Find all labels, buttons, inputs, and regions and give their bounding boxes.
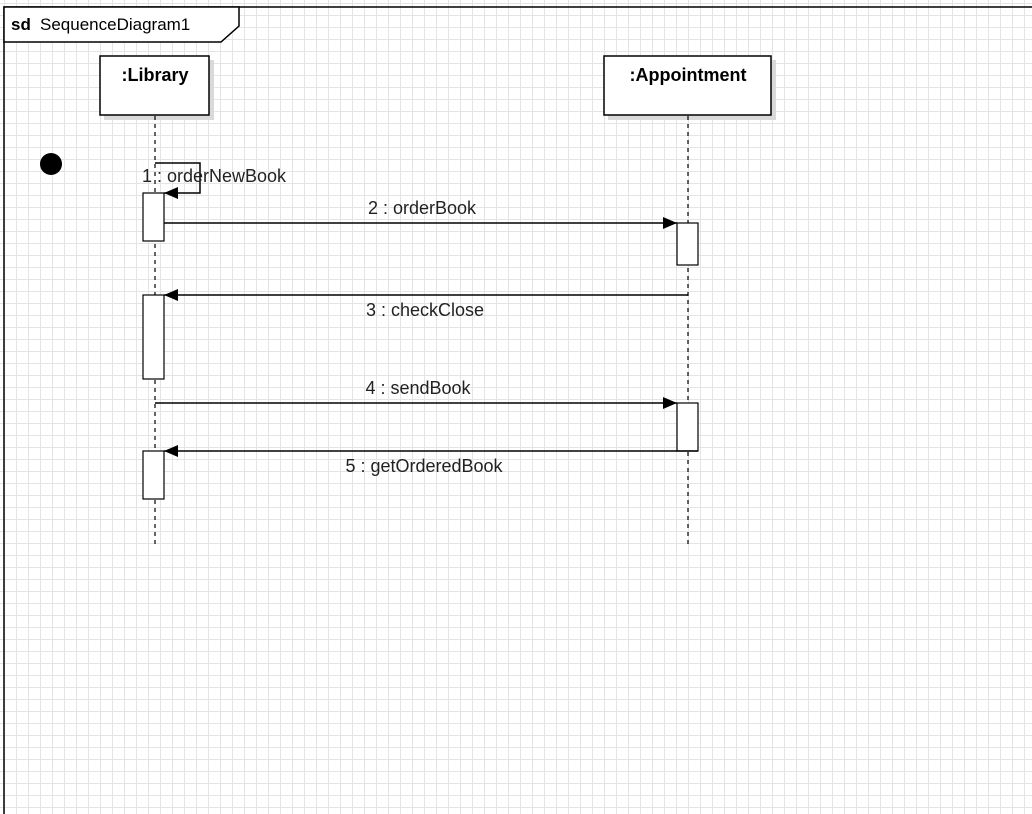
frame-title: SequenceDiagram1 [40, 15, 190, 34]
message-1-label: 1 : orderNewBook [142, 166, 287, 186]
message-4[interactable]: 4 : sendBook [155, 378, 677, 409]
frame-label-pentagon [3, 6, 240, 43]
frame-keyword: sd [11, 15, 31, 34]
activation-appointment-2[interactable] [676, 402, 699, 452]
message-2[interactable]: 2 : orderBook [164, 198, 677, 229]
message-3-label: 3 : checkClose [366, 300, 484, 320]
activation-library-3[interactable] [142, 450, 165, 500]
lifeline-library-name: :Library [121, 65, 188, 85]
lifeline-library-box[interactable] [99, 55, 210, 116]
message-5-label: 5 : getOrderedBook [345, 456, 503, 476]
activation-library-1[interactable] [142, 192, 165, 242]
message-4-label: 4 : sendBook [365, 378, 471, 398]
message-3[interactable]: 3 : checkClose [164, 289, 688, 320]
message-1-line[interactable] [155, 162, 201, 199]
message-2-label: 2 : orderBook [368, 198, 477, 218]
frame-border [3, 6, 1032, 814]
message-5[interactable]: 5 : getOrderedBook [164, 445, 698, 476]
lifeline-appointment-box[interactable] [603, 55, 772, 116]
lifeline-library[interactable]: :Library [99, 55, 214, 545]
activation-appointment-1[interactable] [676, 222, 699, 266]
activation-library-2[interactable] [142, 294, 165, 380]
message-1-self[interactable]: 1 : orderNewBook [142, 162, 287, 199]
lifeline-appointment[interactable]: :Appointment [603, 55, 776, 545]
lifeline-appointment-name: :Appointment [630, 65, 747, 85]
initial-node[interactable] [40, 153, 62, 175]
